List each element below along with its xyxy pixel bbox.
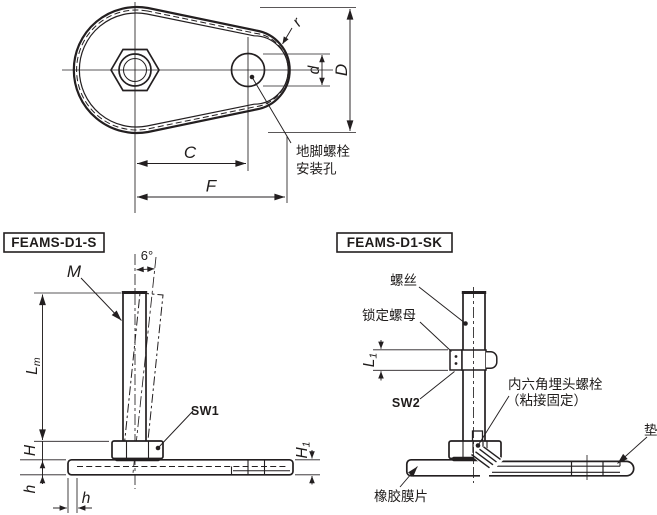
dim-label-Lm: Lm xyxy=(24,357,43,375)
angle-label: 6° xyxy=(141,248,153,263)
dim-label-h-side: h xyxy=(22,485,39,494)
rubber-diaphragm xyxy=(405,458,480,477)
label-lock-nut: 锁定螺母 xyxy=(362,308,416,323)
left-dimension-lines xyxy=(39,266,315,511)
title-s: FEAMS-D1-S xyxy=(11,235,97,250)
dim-label-d: d xyxy=(306,64,323,74)
dim-label-M: M xyxy=(67,262,82,281)
dim-label-H1: H1 xyxy=(294,441,313,458)
title-sk: FEAMS-D1-SK xyxy=(347,235,443,250)
anchor-bolt-hole xyxy=(230,52,266,88)
top-dimension-lines xyxy=(136,8,354,201)
base-plate-inner-edge xyxy=(78,12,289,128)
base-plate-side xyxy=(67,458,294,476)
label-screw: 螺丝 xyxy=(390,273,417,288)
tilted-stud-ghost xyxy=(123,292,164,446)
left-leaders xyxy=(80,277,194,451)
centerlines xyxy=(62,2,333,213)
dim-label-L1: L1 xyxy=(361,353,380,367)
feams-d1-s-view: FEAMS-D1-S xyxy=(3,232,320,513)
dim-label-h-bottom: h xyxy=(82,490,91,507)
dim-label-F: F xyxy=(206,177,218,196)
stud-body xyxy=(122,291,147,444)
top-view: r d D C F 地脚螺栓 安装孔 xyxy=(62,2,356,213)
washer-joggle-channel xyxy=(470,446,504,473)
washer-strip-outline xyxy=(489,460,635,477)
hex-bore-outer xyxy=(118,53,152,87)
title-box-s xyxy=(3,232,105,253)
dim-label-D: D xyxy=(332,64,351,76)
label-rubber: 橡胶膜片 xyxy=(374,488,428,504)
right-extension-lines xyxy=(373,349,448,371)
washer-strip-details xyxy=(492,455,621,480)
right-leaders xyxy=(399,286,648,488)
top-leaders xyxy=(249,27,293,144)
hex-nut-side xyxy=(111,440,164,460)
dim-label-H: H xyxy=(22,444,39,456)
washer-joggle-lines xyxy=(471,446,501,469)
dim-label-SW2: SW2 xyxy=(392,396,420,410)
top-extension-lines xyxy=(260,7,356,203)
hex-bore-inner xyxy=(123,58,147,82)
label-washer: 垫 xyxy=(644,423,657,438)
anchor-hole-note-line1: 地脚螺栓 xyxy=(296,144,350,159)
title-box-sk xyxy=(336,232,453,253)
feams-d1-sk-view: FEAMS-D1-SK xyxy=(336,232,657,504)
dim-label-r: r xyxy=(289,14,306,30)
label-bolt-line1: 内六角埋头螺栓 xyxy=(508,377,603,392)
hex-nut-top xyxy=(110,48,160,92)
tilted-centerline xyxy=(132,256,157,474)
plate-detail-lines xyxy=(77,459,290,475)
dim-label-SW1: SW1 xyxy=(191,404,219,418)
left-extension-lines xyxy=(20,292,320,513)
lock-nut xyxy=(449,349,498,371)
label-bolt-line2: （粘接固定） xyxy=(506,392,587,408)
anchor-hole-note-line2: 安装孔 xyxy=(296,162,337,177)
dim-label-C: C xyxy=(184,143,197,162)
